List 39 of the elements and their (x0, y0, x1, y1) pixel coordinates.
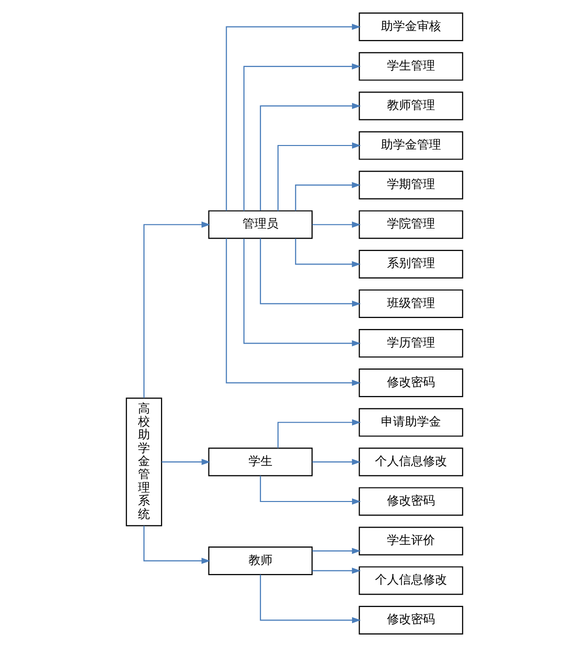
arrow (259, 574, 360, 624)
node-box: 申请助学金 (358, 408, 463, 437)
arrow (259, 238, 360, 307)
node-box: 教师 (208, 546, 312, 576)
node-box: 高校助学金管理系统 (125, 398, 162, 526)
node-box: 个人信息修改 (358, 448, 463, 476)
arrow (142, 222, 210, 398)
arrow (276, 142, 360, 211)
node-box: 学生评价 (358, 526, 463, 556)
node-box: 学生 (208, 448, 312, 476)
node-box: 学生管理 (358, 52, 463, 81)
arrow (225, 24, 360, 211)
arrow (312, 548, 360, 554)
arrow (242, 63, 360, 211)
arrow (242, 238, 360, 346)
node-box: 学历管理 (358, 329, 463, 358)
node-box: 个人信息修改 (358, 566, 463, 595)
arrow (294, 182, 360, 211)
node-box: 学院管理 (358, 210, 463, 239)
node-box: 修改密码 (358, 487, 463, 516)
node-box: 班级管理 (358, 289, 463, 318)
node-box: 系别管理 (358, 250, 463, 278)
node-box: 修改密码 (358, 368, 463, 398)
arrow (161, 458, 210, 466)
arrow (259, 476, 360, 505)
arrow (294, 238, 360, 268)
arrow (225, 238, 360, 386)
node-box: 助学金管理 (358, 131, 463, 160)
arrow (259, 102, 360, 211)
arrow (142, 526, 210, 564)
arrow (312, 458, 360, 466)
node-box: 管理员 (208, 210, 312, 239)
node-box: 学期管理 (358, 170, 463, 200)
node-box: 教师管理 (358, 92, 463, 120)
node-box: 助学金审核 (358, 12, 463, 42)
arrow (312, 568, 360, 574)
arrow (276, 419, 360, 448)
arrow (312, 222, 360, 228)
node-box: 修改密码 (358, 606, 463, 634)
